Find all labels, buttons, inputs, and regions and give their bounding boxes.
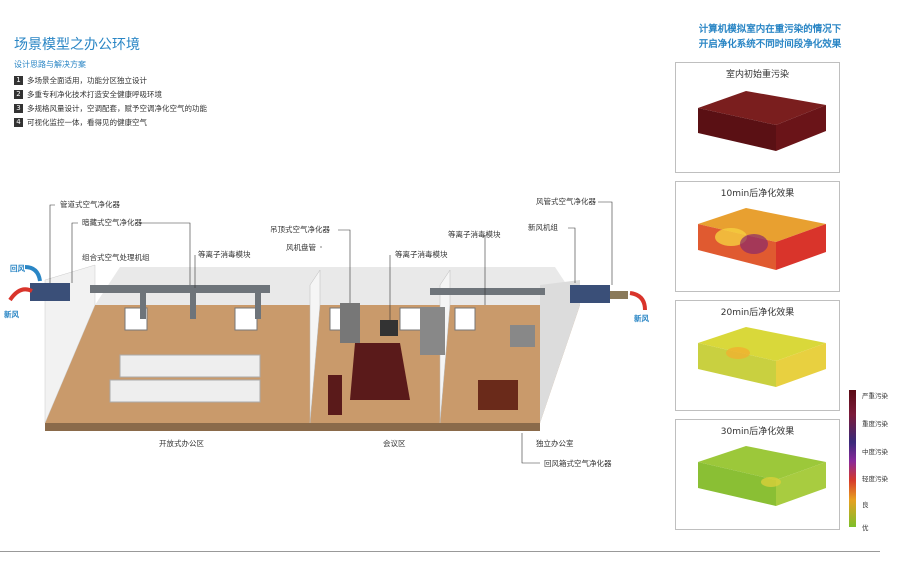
design-point: 1 多场景全面适用，功能分区独立设计 [14, 73, 207, 87]
label-fresh-air-right: 新风 [634, 314, 649, 323]
label-return-air: 回风 [10, 264, 25, 273]
pollution-box-initial [698, 91, 826, 151]
label-return-box-purifier: 回风箱式空气净化器 [544, 459, 612, 468]
simulation-heading: 计算机模拟室内在重污染的情况下 开启净化系统不同时间段净化效果 [665, 22, 875, 52]
pollution-color-scale [849, 390, 856, 527]
simulation-panel-30min: 30min后净化效果 [675, 419, 840, 530]
label-fresh-unit: 新风机组 [528, 223, 558, 232]
pollution-box-20min [698, 327, 826, 387]
leader-line [598, 201, 613, 285]
fresh-air-arrow-left [8, 287, 33, 302]
meeting-table [350, 343, 410, 400]
office-scene: 管道式空气净化器 暗藏式空气净化器 组合式空气处理机组 等离子消毒模块 吊顶式空… [0, 185, 660, 475]
design-point: 2 多重专利净化技术打造安全健康呼吸环境 [14, 87, 207, 101]
design-point: 4 可视化监控一体，看得见的健康空气 [14, 115, 207, 129]
point-text: 多规格风量设计，空调配套，赋予空调净化空气的功能 [27, 103, 207, 113]
zone-open-office: 开放式办公区 [159, 439, 204, 448]
point-number: 4 [14, 117, 23, 127]
panel-title: 30min后净化效果 [720, 427, 795, 437]
label-concealed-purifier: 暗藏式空气净化器 [82, 218, 142, 227]
design-point: 3 多规格风量设计，空调配套，赋予空调净化空气的功能 [14, 101, 207, 115]
pollution-box-10min [698, 208, 826, 270]
simulation-panel-10min: 10min后净化效果 [675, 181, 840, 292]
leader-line [568, 227, 576, 283]
right-wall [540, 280, 580, 423]
cabinet [328, 375, 342, 415]
legend-light: 轻度污染 [862, 475, 888, 483]
legend-heavy: 重度污染 [862, 420, 888, 428]
fresh-air-unit [570, 285, 610, 303]
simulation-panel-20min: 20min后净化效果 [675, 300, 840, 411]
panel-title: 室内初始重污染 [725, 70, 789, 80]
panel-title: 10min后净化效果 [720, 189, 795, 199]
air-duct [140, 289, 146, 319]
label-combined-unit: 组合式空气处理机组 [82, 253, 150, 262]
label-plasma-module-2: 等离子消毒模块 [395, 250, 448, 259]
simulation-heading-line2: 开启净化系统不同时间段净化效果 [698, 39, 842, 50]
label-ceiling-purifier: 吊顶式空气净化器 [270, 225, 330, 234]
point-text: 可视化监控一体，看得见的健康空气 [27, 117, 147, 127]
label-plasma-module-3: 等离子消毒模块 [448, 230, 501, 239]
office-desk [478, 380, 518, 410]
pollution-box-30min [698, 446, 826, 506]
air-duct [430, 288, 545, 295]
divider [0, 551, 880, 552]
air-duct [90, 285, 270, 293]
leader-line [140, 222, 191, 285]
floor-edge [45, 423, 540, 431]
point-number: 2 [14, 89, 23, 99]
legend-severe: 严重污染 [862, 392, 888, 400]
zone-private-office: 独立办公室 [536, 439, 574, 448]
point-text: 多场景全面适用，功能分区独立设计 [27, 75, 147, 85]
legend-good: 良 [862, 501, 869, 509]
zone-meeting: 会议区 [383, 439, 406, 448]
window [399, 307, 423, 331]
return-box-unit [510, 325, 535, 347]
plasma-module-unit [420, 307, 445, 355]
leader-line [338, 229, 351, 303]
return-air-arrow [24, 265, 42, 282]
leader-line [71, 222, 78, 283]
air-duct [190, 289, 196, 319]
fresh-air-arrow-right [629, 291, 647, 311]
ceiling-purifier-unit [340, 303, 360, 343]
window [454, 307, 476, 331]
air-duct [255, 289, 261, 319]
point-number: 1 [14, 75, 23, 85]
point-number: 3 [14, 103, 23, 113]
simulation-heading-line1: 计算机模拟室内在重污染的情况下 [698, 24, 842, 35]
label-fresh-air-left: 新风 [4, 310, 19, 319]
partition-wall [309, 269, 321, 424]
simulation-panel-initial: 室内初始重污染 [675, 62, 840, 173]
window [234, 307, 258, 331]
legend-excellent: 优 [862, 524, 869, 532]
label-pipe-purifier: 风管式空气净化器 [536, 197, 596, 206]
section-subtitle: 设计思路与解决方案 [14, 60, 86, 69]
label-duct-purifier: 管道式空气净化器 [60, 200, 120, 209]
label-fan-coil: 风机盘管 [286, 243, 316, 252]
office-illustration [8, 201, 647, 464]
leader-line [49, 204, 55, 283]
legend-moderate: 中度污染 [862, 448, 888, 456]
panel-title: 20min后净化效果 [720, 308, 795, 318]
left-wall [44, 264, 96, 424]
desk-cluster [109, 379, 261, 403]
point-text: 多重专利净化技术打造安全健康呼吸环境 [27, 89, 162, 99]
label-plasma-module-1: 等离子消毒模块 [198, 250, 251, 259]
leader-line [521, 433, 540, 464]
back-wall [95, 267, 580, 305]
page-title: 场景模型之办公环境 [14, 37, 140, 53]
combined-air-handling-unit [30, 283, 70, 301]
duct-purifier-box [610, 291, 628, 299]
desk-cluster [119, 354, 261, 378]
fan-coil-unit [380, 320, 398, 336]
